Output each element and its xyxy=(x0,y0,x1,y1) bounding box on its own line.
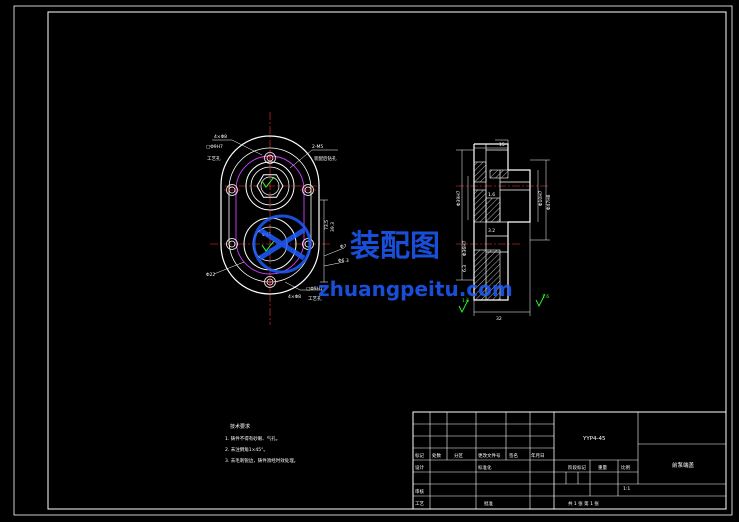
dim-bottom-len: 32 xyxy=(496,316,502,322)
watermark-brand-url: zhuangpeitu.com xyxy=(318,277,513,301)
drawing-code: YYP4-45 xyxy=(582,436,606,442)
inner-frame xyxy=(47,11,727,510)
sig-review: 审核 xyxy=(415,488,424,495)
watermark-brand-cn: 装配图 xyxy=(350,229,440,264)
stage-label: 阶段标记 xyxy=(568,464,586,471)
scale-label: 比例 xyxy=(621,464,630,471)
part-name: 前泵端盖 xyxy=(672,461,695,469)
sheet-info: 共 1 张 第 1 张 xyxy=(568,500,599,507)
dim-top: 15 xyxy=(499,142,505,148)
outer-frame xyxy=(13,5,733,516)
watermark: 装配图 zhuangpeitu.com xyxy=(252,214,513,301)
col-zone: 分区 xyxy=(454,452,463,459)
dim-right-c: Φ7 xyxy=(340,244,347,250)
dim-left-c: 6.3 xyxy=(462,265,468,272)
dim-right-a: 73.5 xyxy=(324,220,330,230)
callout-top-left-holes: 4×Φ8 xyxy=(214,134,227,140)
dim-mid-b: 3.2 xyxy=(488,228,495,234)
weight-label: 重量 xyxy=(598,464,607,471)
tech-req-title: 技术要求 xyxy=(230,423,250,430)
sig-design: 设计 xyxy=(415,464,424,471)
dim-right-d: Φ6.3 xyxy=(338,258,349,264)
callout-bottom-right-holes: 4×Φ8 xyxy=(288,294,301,300)
col-date: 年月日 xyxy=(531,452,545,459)
tech-req-item-1: 1. 铸件不得有砂眼、气孔。 xyxy=(225,435,280,442)
roughness-left: 1.6 xyxy=(462,298,469,304)
title-block-text: YYP4-45 前泵端盖 标记 处数 分区 更改文件号 签名 年月日 设计 标准… xyxy=(415,436,695,507)
dim-left-a: Φ39H7 xyxy=(456,190,462,206)
col-change-doc: 更改文件号 xyxy=(478,452,501,459)
callout-top-left-note: 工艺孔 xyxy=(207,155,221,162)
dim-mid-a: 1.6 xyxy=(488,192,495,198)
callout-top-right-a: 2-M5 xyxy=(312,144,323,150)
col-count: 处数 xyxy=(432,452,441,459)
col-sign: 签名 xyxy=(509,452,518,459)
sig-process: 工艺 xyxy=(415,501,424,507)
callout-bottom-right-cbore: □Φ9H7 xyxy=(306,286,323,292)
dim-right-b: 39.3 xyxy=(330,222,336,232)
section-view: 15 Φ39H7 Φ36H7 6.3 1.6 3.2 Φ10H7 Φ47H8 3… xyxy=(456,139,552,322)
tech-req-item-2: 2. 未注倒角1×45°。 xyxy=(225,446,268,453)
callout-top-left-cbore: □Φ9H7 xyxy=(206,144,223,150)
tech-req-item-3: 3. 去毛刺锐边，铸件须经时效处理。 xyxy=(225,457,298,464)
scale-value: 1:1 xyxy=(623,486,630,492)
dim-right-a: Φ10H7 xyxy=(538,190,544,206)
roughness-right: 1.6 xyxy=(542,294,549,300)
approve-label: 批准 xyxy=(484,500,493,507)
dim-left-b: Φ36H7 xyxy=(462,240,468,256)
dim-right-b: Φ47H8 xyxy=(546,194,552,210)
tech-requirements: 技术要求 1. 铸件不得有砂眼、气孔。 2. 未注倒角1×45°。 3. 去毛刺… xyxy=(225,423,298,464)
callout-dia-left: Φ22 xyxy=(206,272,215,278)
title-block xyxy=(412,411,727,510)
std-label: 标准化 xyxy=(478,464,492,471)
callout-top-right-b: 装配后钻孔 xyxy=(314,155,337,162)
col-mark: 标记 xyxy=(415,452,424,459)
callout-bottom-right-note: 工艺孔 xyxy=(308,295,322,302)
